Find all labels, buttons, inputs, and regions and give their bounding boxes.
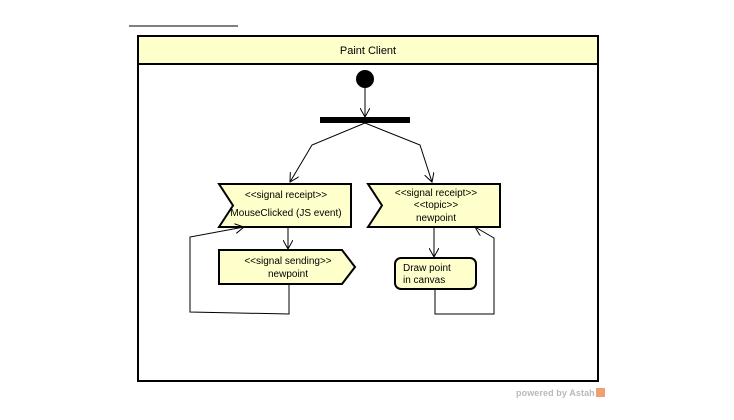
signal-receipt-topic-newpoint[interactable]: <<signal receipt>> <<topic>> newpoint [366, 183, 501, 228]
flow-fork-to-left-receipt[interactable] [290, 122, 366, 182]
astah-logo-icon [595, 388, 605, 397]
signal-receipt-mouseclicked[interactable]: <<signal receipt>> MouseClicked (JS even… [217, 183, 352, 228]
partition-paint-client[interactable]: Paint Client [137, 35, 599, 382]
partition-title: Paint Client [340, 45, 396, 57]
partition-frame [137, 35, 599, 382]
signal-sending-shape [218, 249, 357, 285]
flow-draw-loop-back[interactable] [434, 227, 495, 315]
action-draw-point[interactable]: Draw point in canvas [394, 257, 477, 290]
initial-node[interactable] [356, 70, 374, 88]
signal-receipt-topic-stereotype2: <<topic>> [414, 200, 459, 211]
watermark-text: powered by Astah [516, 388, 595, 398]
signal-receipt-topic-name: newpoint [416, 213, 456, 224]
action-label-line1: Draw point [403, 263, 451, 274]
astah-watermark: powered by Astah [516, 388, 605, 398]
signal-receipt-name: MouseClicked (JS event) [230, 208, 341, 219]
action-label-line2: in canvas [403, 275, 445, 286]
flow-sending-loop-back[interactable] [189, 227, 290, 315]
signal-sending-name: newpoint [268, 269, 308, 280]
partition-header [137, 35, 599, 65]
flow-fork-to-right-receipt[interactable] [364, 122, 432, 182]
signal-sending-stereotype: <<signal sending>> [244, 256, 331, 267]
signal-receipt-shape [217, 183, 352, 228]
signal-sending-newpoint[interactable]: <<signal sending>> newpoint [218, 249, 357, 285]
signal-receipt-topic-stereotype: <<signal receipt>> [395, 188, 477, 199]
signal-receipt-stereotype: <<signal receipt>> [245, 190, 327, 201]
fork-bar[interactable] [320, 117, 410, 123]
